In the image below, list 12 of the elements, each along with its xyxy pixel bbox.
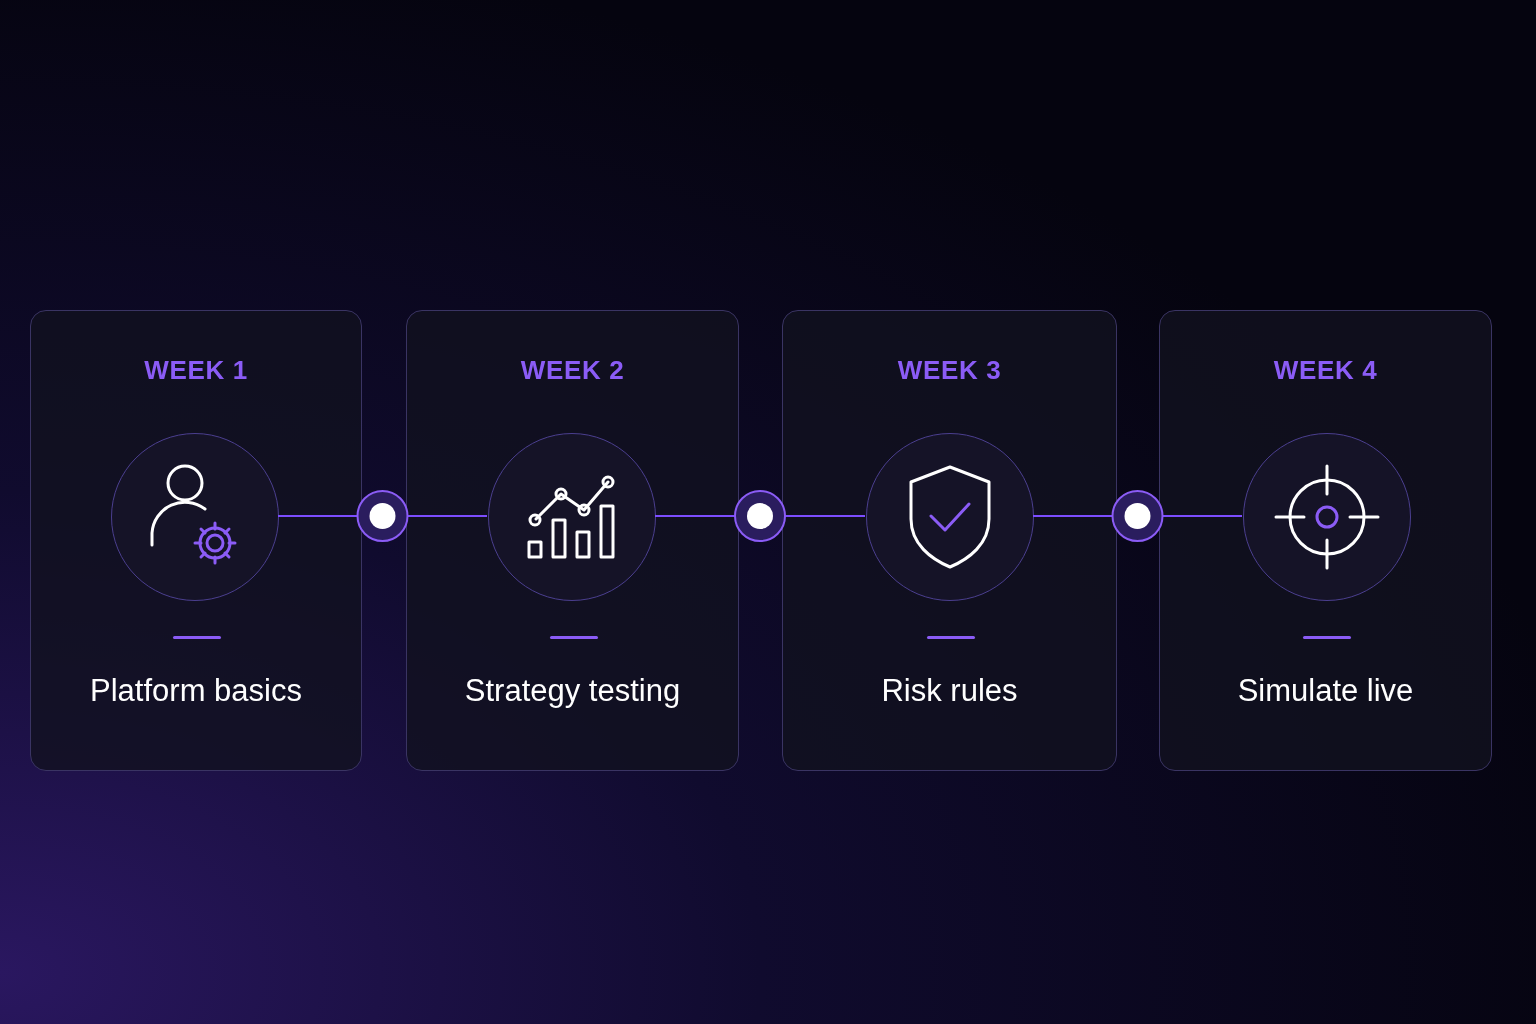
step-card xyxy=(782,310,1117,771)
week-heading: WEEK 1 xyxy=(143,354,249,387)
step-title: Platform basics xyxy=(89,672,303,710)
step-title: Strategy testing xyxy=(463,672,682,710)
step-card xyxy=(406,310,739,771)
step-title: Risk rules xyxy=(880,672,1019,710)
step-card xyxy=(30,310,362,771)
step-card xyxy=(1159,310,1492,771)
week-heading: WEEK 4 xyxy=(1272,354,1379,387)
week-heading: WEEK 2 xyxy=(519,354,626,387)
step-title: Simulate live xyxy=(1236,672,1415,710)
week-heading: WEEK 3 xyxy=(896,354,1003,387)
